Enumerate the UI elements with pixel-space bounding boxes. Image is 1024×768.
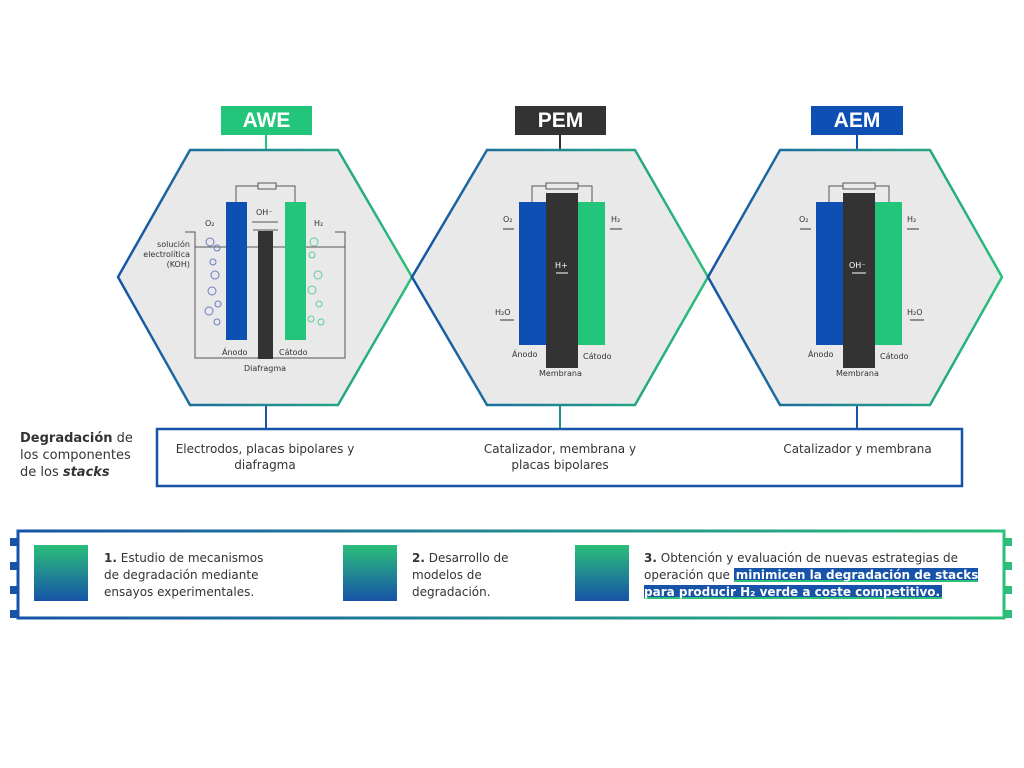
degradation-stacks: stacks [62,465,110,480]
step-text: Obtención y evaluación de nuevas estrate… [644,551,958,582]
step-text: Desarrollo de modelos de degradación. [412,551,509,599]
components-aem: Catalizador y membrana [783,442,932,456]
clipboard-gear-icon [575,545,629,601]
electrolyte-label: solución electrolítica (KOH) [143,240,190,269]
anode-label: Ánodo [512,350,538,359]
water-label: H₂O [495,308,511,317]
separator-label: Membrana [836,369,879,378]
gear-model-icon [343,545,397,601]
o2-label: O₂ [503,215,513,224]
components-awe: Electrodos, placas bipolares y diafragma [175,442,355,472]
separator-label: Membrana [539,369,582,378]
water-label: H₂O [907,308,923,317]
step-2: 2. Desarrollo de modelos de degradación. [412,550,522,601]
o2-label: O₂ [205,219,215,228]
degradation-line2: los componentes [20,448,131,463]
step-number: 1. [104,551,117,565]
degradation-bold: Degradación [20,431,113,446]
step-1: 1. Estudio de mecanismos de degradación … [104,550,279,601]
separator-label: Diafragma [244,364,287,373]
h2-label: H₂ [611,215,621,224]
degradation-text: de [112,431,133,446]
degradation-heading: Degradación de los componentes de los st… [20,430,133,481]
anode-label: Ánodo [222,348,248,357]
ion-label: OH⁻ [256,208,273,217]
label-awe: AWE [221,106,312,135]
label-aem: AEM [811,106,903,135]
step-number: 3. [644,551,657,565]
components-pem: Catalizador, membrana y placas bipolares [483,442,637,472]
label-pem: PEM [515,106,606,135]
step-text: Estudio de mecanismos de degradación med… [104,551,264,599]
o2-label: O₂ [799,215,809,224]
cathode-label: Cátodo [880,352,909,361]
lab-document-icon [34,545,88,601]
cathode-label: Cátodo [583,352,612,361]
ion-label: H+ [555,261,568,270]
h2-label: H₂ [314,219,324,228]
anode-label: Ánodo [808,350,834,359]
degradation-line3: de los [20,465,63,480]
step-number: 2. [412,551,425,565]
ion-label: OH⁻ [849,261,866,270]
cathode-label: Cátodo [279,348,308,357]
h2-label: H₂ [907,215,917,224]
step-3: 3. Obtención y evaluación de nuevas estr… [644,550,989,601]
